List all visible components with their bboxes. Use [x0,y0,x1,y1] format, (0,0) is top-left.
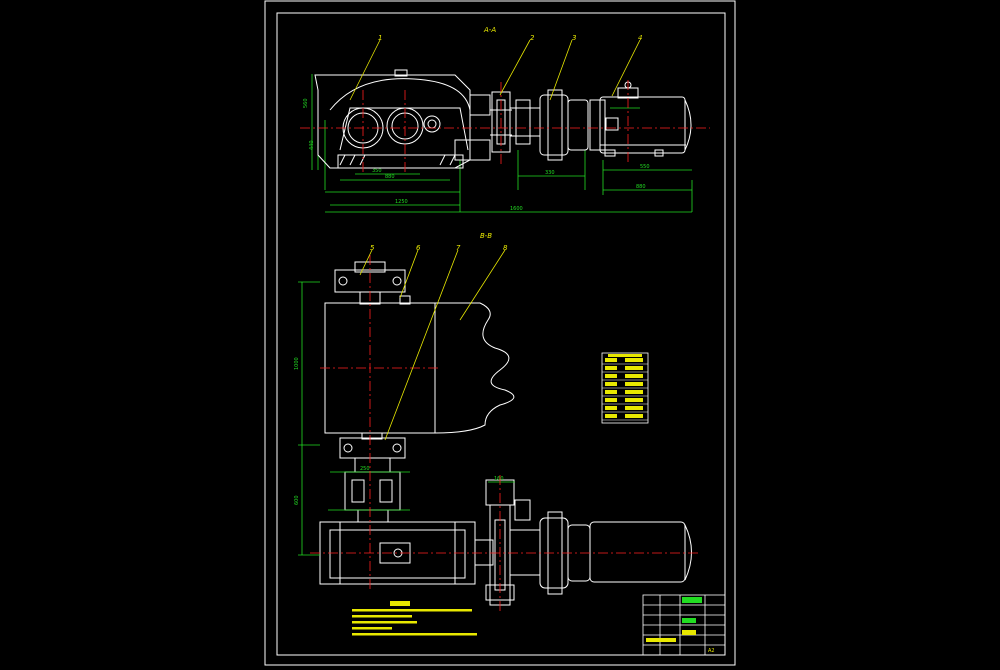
dim-text: 440 [309,140,315,150]
table-cell [625,390,643,394]
front-view: A-A 560 440 350 880 1250 [300,26,710,213]
sheet-border [264,0,736,666]
table-cell [625,382,643,386]
dim-text: 880 [636,184,646,190]
reducer-front [314,69,491,169]
dim-text: 1000 [294,357,300,370]
drum-coupling [344,457,401,523]
view-label-top: A-A [483,26,496,34]
plan-balloon-numbers: 5 6 7 8 [370,244,508,252]
motor-front [589,81,692,157]
balloon-number: 8 [503,244,508,252]
front-dimension-texts: 560 440 350 880 1250 330 550 880 1600 [303,98,650,212]
bearing-lower [339,432,406,459]
brake-front [539,89,589,161]
table-row [605,374,617,378]
note-line [352,621,417,624]
note-line [352,615,412,618]
note-line [352,633,477,636]
technical-notes [352,601,477,636]
table-cell [625,366,643,370]
drum-and-belt [324,295,515,434]
balloon-number: 7 [456,244,461,252]
table-row [605,358,617,362]
balloon-number: 2 [530,34,535,42]
dim-text: 1600 [510,206,523,212]
notes-lines [352,609,477,636]
dim-text: 160 [494,476,504,482]
table-cell [625,406,643,410]
balloon-number: 6 [416,244,421,252]
dim-text: 600 [294,495,300,505]
plan-dimension-texts: 1000 600 250 160 [294,357,504,505]
table-rows [602,354,648,421]
front-dimensions [311,74,693,213]
table-row [605,382,617,386]
note-line [352,627,392,630]
table-row [605,366,617,370]
balloon-number: 4 [638,34,642,42]
table-cell [625,358,643,362]
plan-view: B-B [294,232,700,612]
balloon-number: 1 [378,34,382,42]
dim-text: 560 [303,98,309,108]
balloon-number: 5 [370,244,375,252]
table-row [605,406,617,410]
note-line [352,609,472,612]
table-header [608,354,642,357]
dim-text: 250 [360,466,370,472]
dim-text: 1250 [395,199,408,205]
table-row [605,398,617,402]
sheet-size: A2 [708,648,715,654]
notes-heading-mark [390,601,410,606]
table-row [605,414,617,418]
table-cell [625,374,643,378]
plan-dimensions [298,281,515,556]
table-cell [625,398,643,402]
table-row [605,390,617,394]
parameter-table [601,352,649,424]
balloon-number: 3 [572,34,576,42]
front-balloon-numbers: 1 2 3 4 [378,34,642,42]
dim-text: 550 [640,164,650,170]
front-centerlines [300,80,710,175]
dim-text: 350 [372,168,382,174]
dim-text: 330 [545,170,555,176]
plan-centerlines [310,255,700,612]
plan-leaders [359,249,506,441]
view-label-mid: B-B [480,232,492,240]
table-cell [625,414,643,418]
coupling-front [490,91,541,153]
coupling-plan [485,479,541,606]
inner-frame [276,12,726,656]
title-block [642,594,726,656]
outer-border [264,0,736,666]
front-leaders [349,39,641,101]
dim-text: 880 [385,174,395,180]
